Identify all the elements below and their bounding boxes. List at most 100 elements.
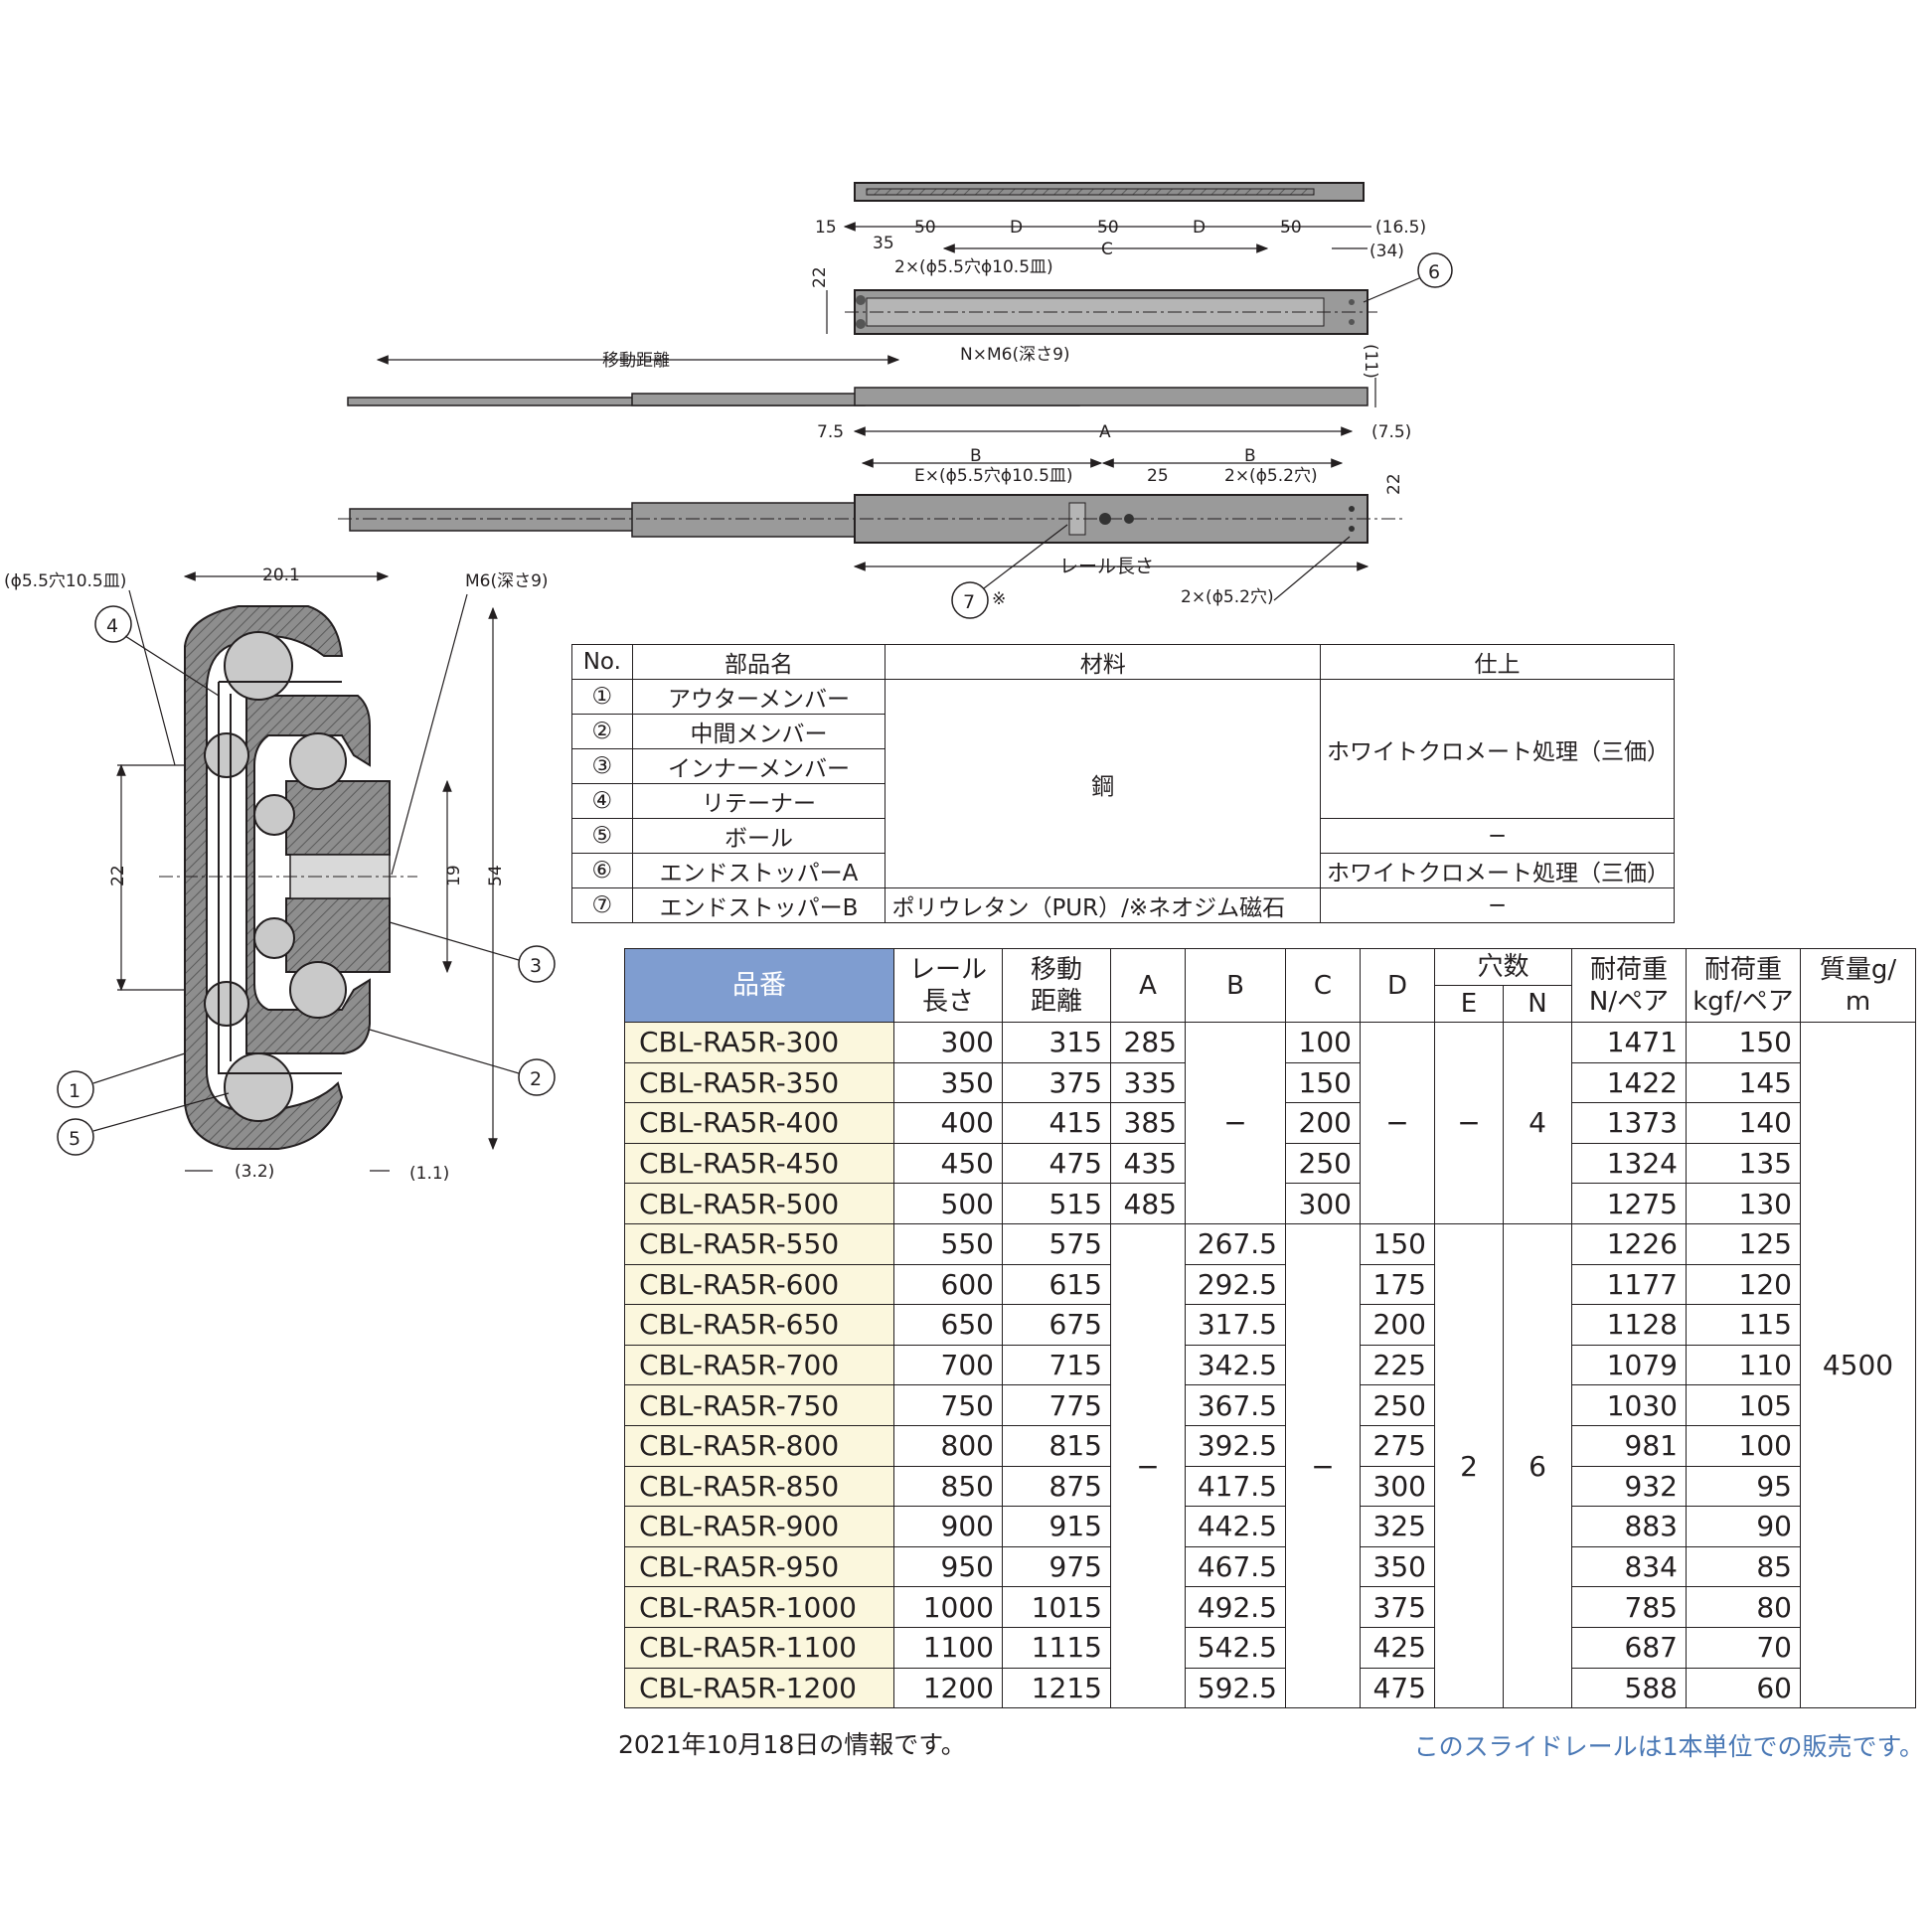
spec-part-no: CBL-RA5R-400 (624, 1102, 894, 1144)
spec-header-rail-length-1: レール (908, 954, 987, 985)
spec-part-no: CBL-RA5R-800 (624, 1424, 894, 1467)
hole-note-52a: 2×(ϕ5.2穴) (1224, 466, 1318, 486)
hole-note-52b: 2×(ϕ5.2穴) (1181, 587, 1274, 607)
spec-b: 417.5 (1185, 1465, 1286, 1508)
spec-b: 267.5 (1185, 1222, 1286, 1265)
spec-part-no: CBL-RA5R-550 (624, 1222, 894, 1265)
spec-header-load-kgf-2: kgf/ペア (1692, 986, 1794, 1017)
spec-a-group2: − (1110, 1222, 1186, 1709)
rail-extended-view: 移動距離 (11) (347, 344, 1380, 407)
spec-c-group2: − (1285, 1222, 1361, 1709)
parts-no: ⑤ (571, 818, 633, 854)
spec-header-n: N (1503, 985, 1572, 1023)
spec-part-no: CBL-RA5R-750 (624, 1384, 894, 1426)
spec-load-n: 1128 (1571, 1304, 1687, 1346)
spec-d: 275 (1360, 1424, 1435, 1467)
spec-part-no: CBL-RA5R-300 (624, 1022, 894, 1063)
spec-load-kgf: 110 (1686, 1344, 1801, 1386)
callout-3 (518, 945, 556, 983)
callout-7-asterisk: ※ (992, 589, 1006, 609)
spec-header-travel-2: 距離 (1030, 986, 1082, 1017)
parts-row: ⑦ エンドストッパーB ポリウレタン（PUR）/※ネオジム磁石 − (571, 887, 1675, 923)
callout-1-number: 1 (69, 1080, 80, 1102)
spec-load-n: 1324 (1571, 1142, 1687, 1185)
spec-part-no: CBL-RA5R-600 (624, 1263, 894, 1306)
hole-note-e: E×(ϕ5.5穴ϕ10.5皿) (914, 466, 1073, 486)
spec-d: 250 (1360, 1384, 1435, 1426)
parts-no: ⑦ (571, 887, 633, 923)
parts-name: 中間メンバー (631, 714, 886, 749)
dim-50c: 50 (1280, 218, 1302, 238)
spec-load-n: 1373 (1571, 1102, 1687, 1144)
spec-travel: 315 (1002, 1022, 1111, 1063)
table-row: CBL-RA5R-800 800 815 392.5 275 981 100 (624, 1424, 1916, 1467)
spec-part-no: CBL-RA5R-900 (624, 1506, 894, 1547)
table-row: CBL-RA5R-850 850 875 417.5 300 932 95 (624, 1465, 1916, 1508)
spec-rail-length: 1100 (893, 1626, 1003, 1669)
spec-header-c: C (1285, 948, 1361, 1023)
spec-header-part-no: 品番 (624, 948, 894, 1023)
parts-header-row: No. 部品名 材料 仕上 (571, 644, 1675, 680)
nm6-note: N×M6(深さ9) (960, 345, 1070, 365)
spec-travel: 775 (1002, 1384, 1111, 1426)
spec-d: 425 (1360, 1626, 1435, 1669)
callout-2-number: 2 (530, 1068, 542, 1090)
dim-7-5: 7.5 (817, 422, 844, 442)
parts-no: ② (571, 714, 633, 749)
spec-b: 542.5 (1185, 1626, 1286, 1669)
spec-load-n: 1471 (1571, 1022, 1687, 1063)
travel-label: 移動距離 (602, 351, 670, 371)
table-row: CBL-RA5R-650 650 675 317.5 200 1128 115 (624, 1304, 1916, 1346)
spec-header-load-kgf-1: 耐荷重 (1703, 954, 1782, 985)
parts-header-finish: 仕上 (1320, 644, 1675, 680)
section-dim-22: 22 (108, 865, 128, 886)
spec-travel: 875 (1002, 1465, 1111, 1508)
spec-load-kgf: 100 (1686, 1424, 1801, 1467)
spec-rail-length: 450 (893, 1142, 1003, 1185)
spec-load-kgf: 70 (1686, 1626, 1801, 1669)
spec-load-n: 588 (1571, 1667, 1687, 1709)
table-row: CBL-RA5R-950 950 975 467.5 350 834 85 (624, 1545, 1916, 1588)
cross-section-view: (ϕ5.5穴10.5皿) 20.1 M6(深さ9) 22 19 54 (4, 565, 556, 1184)
dim-d-1: D (1010, 218, 1023, 238)
parts-finish-main: ホワイトクロメート処理（三価） (1320, 679, 1675, 819)
spec-header-travel: 移動距離 (1002, 948, 1111, 1023)
dim-35: 35 (873, 234, 894, 253)
parts-no: ④ (571, 783, 633, 819)
spec-rail-length: 350 (893, 1061, 1003, 1104)
dim-34: (34) (1369, 242, 1404, 261)
spec-load-n: 1030 (1571, 1384, 1687, 1426)
spec-n-group1: 4 (1503, 1022, 1572, 1224)
spec-a: 485 (1110, 1183, 1186, 1224)
spec-rail-length: 400 (893, 1102, 1003, 1144)
callout-4 (94, 605, 132, 643)
spec-load-kgf: 130 (1686, 1183, 1801, 1224)
unit-sale-note: このスライドレールは1本単位での販売です。 (1413, 1732, 1924, 1761)
section-dim-54: 54 (486, 865, 506, 886)
spec-rail-length: 650 (893, 1304, 1003, 1346)
parts-name: リテーナー (631, 783, 886, 819)
callout-2 (518, 1058, 556, 1096)
spec-a: 435 (1110, 1142, 1186, 1185)
table-row: CBL-RA5R-550 550 575 − 267.5 − 150 2 6 1… (624, 1222, 1916, 1709)
spec-a: 335 (1110, 1061, 1186, 1104)
dim-22-mid: 22 (1384, 473, 1404, 495)
dim-d-2: D (1193, 218, 1206, 238)
spec-header-e: E (1434, 985, 1504, 1023)
spec-travel: 615 (1002, 1263, 1111, 1306)
spec-b: 317.5 (1185, 1304, 1286, 1346)
spec-load-kgf: 105 (1686, 1384, 1801, 1426)
spec-b: 492.5 (1185, 1586, 1286, 1628)
dim-c: C (1101, 240, 1113, 259)
table-row: CBL-RA5R-300 300 315 285 − 100 − − 4 147… (624, 1021, 1916, 1709)
callout-4-number: 4 (106, 615, 118, 637)
spec-load-n: 932 (1571, 1465, 1687, 1508)
hole-note-top: 2×(ϕ5.5穴ϕ10.5皿) (894, 257, 1053, 277)
parts-row: ④ リテーナー (571, 783, 1675, 819)
spec-part-no: CBL-RA5R-1100 (624, 1626, 894, 1669)
rail-assembled-view: 7.5 A (7.5) B B E×(ϕ5.5穴ϕ10.5皿) 25 2×(ϕ5… (338, 422, 1411, 619)
spec-rail-length: 1000 (893, 1586, 1003, 1628)
dim-50a: 50 (914, 218, 936, 238)
